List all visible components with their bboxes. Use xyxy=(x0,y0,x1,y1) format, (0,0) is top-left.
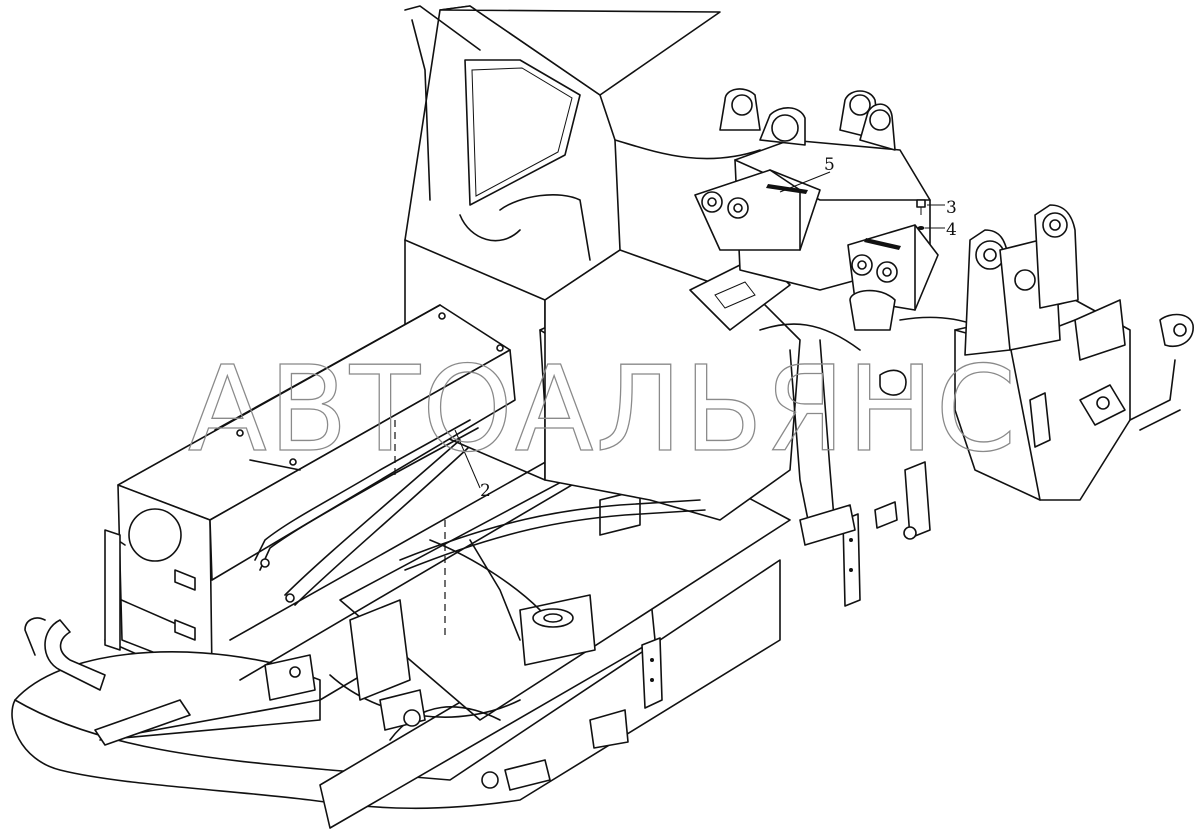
callouts: 2 3 4 5 xyxy=(454,155,957,501)
callout-5: 5 xyxy=(779,155,835,193)
tank-filler-cap xyxy=(128,508,182,562)
watermark-text: АВТОАЛЬЯНС xyxy=(188,340,1018,478)
bolt-and-washer xyxy=(916,199,926,230)
callout-3-label: 3 xyxy=(946,198,957,218)
front-boom-mount xyxy=(954,204,1194,501)
hydraulic-lines xyxy=(254,419,706,640)
washer-4 xyxy=(917,226,925,230)
callout-2-label: 2 xyxy=(480,481,491,501)
bolt-3 xyxy=(916,199,926,208)
callout-4-label: 4 xyxy=(946,220,957,240)
lamp-housing-rear xyxy=(694,169,821,251)
callout-4: 4 xyxy=(925,220,957,240)
callout-5-label: 5 xyxy=(824,155,835,175)
fuel-tank xyxy=(104,304,516,681)
lamp-housing-front xyxy=(847,224,939,311)
callout-2: 2 xyxy=(454,429,491,501)
callout-3: 3 xyxy=(927,198,957,218)
front-frame xyxy=(694,88,1021,361)
rear-axle-mount xyxy=(349,489,641,701)
center-hinge xyxy=(544,249,931,546)
